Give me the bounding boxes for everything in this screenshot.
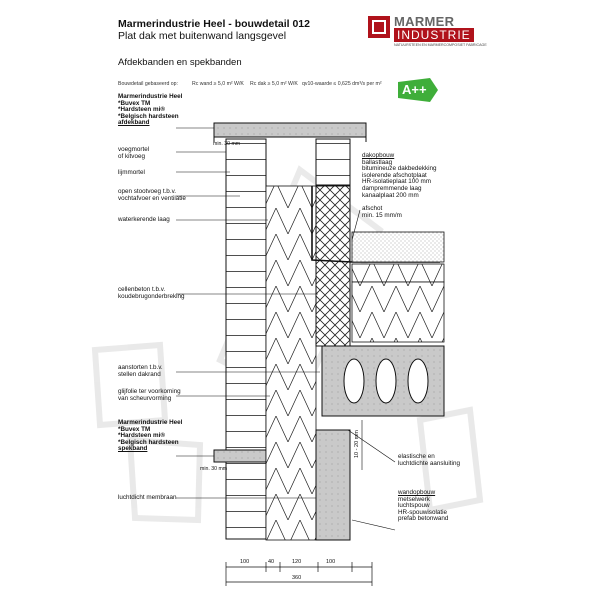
top-block-line-2: *Buvex TM [118, 99, 151, 107]
glijfolie-label: glijfolie ter voorkoming van scheurvormi… [118, 388, 181, 402]
voegmortel-line-1: voegmortel [118, 146, 150, 153]
dim-segment-3: 120 [292, 559, 302, 565]
meta-qv10: qv10-waarde ≤ 0,625 dm³/s per m² [302, 81, 382, 87]
bottom-block-line-5: spekband [118, 445, 148, 453]
cellenbeton-label: cellenbeton t.b.v. koudebrugonderbreking [118, 286, 185, 300]
afdekband-coping [213, 122, 367, 138]
dakopbouw-line-3: bitumineuze dakbedekking [362, 165, 437, 173]
brand-name-bottom: INDUSTRIE [394, 28, 474, 42]
wandopbouw-line-2: metselwerk [398, 495, 430, 503]
top-block-label: Marmerindustrie Heel *Buvex TM *Hardstee… [118, 93, 183, 127]
energy-label-text: A++ [402, 82, 427, 97]
energy-label-shape [398, 78, 438, 102]
wandopbouw-line-5: prefab betonwand [398, 515, 449, 523]
page-subtitle: Plat dak met buitenwand langsgevel [118, 30, 287, 42]
top-block-line-3: *Hardsteen mi® [118, 106, 165, 114]
bottom-block-line-3: *Hardsteen mi® [118, 432, 165, 440]
voegmortel-line-2: of kitvoeg [118, 152, 145, 160]
voegmortel-label: voegmortel of kitvoeg [118, 146, 150, 160]
wandopbouw-line-4: HR-spouwisolatie [398, 508, 447, 516]
meta-rc-dak: Rc dak ≥ 5,0 m² W/K [250, 81, 298, 87]
afschot-label: afschot min. 15 mm/m [362, 205, 402, 219]
wandopbouw-line-1: wandopbouw [398, 489, 436, 496]
afschot-line-1: afschot [362, 205, 383, 212]
spacing-dimension: 10 - 20 mm [354, 430, 360, 458]
dimension-line [225, 562, 373, 586]
energy-label-badge: A++ [398, 78, 438, 102]
dakopbouw-line-1: dakopbouw [362, 152, 395, 159]
prefab-betonwand [315, 429, 351, 541]
meta-bouwdetail: Bouwdetail gebaseerd op: [118, 81, 178, 87]
top-block-line-4: *Belgisch hardsteen [118, 112, 179, 120]
leader-lines [176, 127, 396, 531]
elastische-line-2: luchtdichte aansluiting [398, 459, 460, 467]
top-block-line-1: Marmerindustrie Heel [118, 93, 183, 100]
dim-total: 360 [292, 575, 302, 581]
stootvoeg-label: open stootvoeg t.b.v. vochtafvoer en ven… [118, 188, 186, 202]
cellenbeton-line-1: cellenbeton t.b.v. [118, 286, 166, 293]
outer-brick-leaf [225, 138, 267, 540]
dim-segment-2: 40 [268, 559, 275, 565]
cavity-insulation [265, 185, 317, 541]
brand-logo-mark [368, 16, 390, 38]
wandopbouw-line-3: luchtspouw [398, 502, 430, 510]
elastische-label: elastische en luchtdichte aansluiting [398, 453, 460, 467]
elastische-line-1: elastische en [398, 453, 435, 460]
meta-rc-wand: Rc wand ≥ 5,0 m² W/K [192, 81, 244, 87]
cellenbeton-line-2: koudebrugonderbreking [118, 292, 185, 300]
dim-segment-1: 100 [240, 559, 250, 565]
dakopbouw-line-6: dampremmende laag [362, 184, 422, 192]
parapet-inner-brick [315, 138, 351, 186]
dakopbouw-line-4: isolerende afschotplaat [362, 171, 427, 179]
luchtdicht-label: luchtdicht membraan [118, 494, 177, 501]
dim-segment-4: 100 [326, 559, 336, 565]
dakopbouw-line-5: HR-isolatieplaat 100 mm [362, 178, 431, 186]
afschot-line-2: min. 15 mm/m [362, 211, 402, 219]
afschot-insulation [351, 263, 445, 283]
wandopbouw-label: wandopbouw metselwerk luchtspouw HR-spou… [398, 489, 449, 523]
page-title: Marmerindustrie Heel - bouwdetail 012 [118, 18, 310, 30]
hr-insulation-board [351, 281, 445, 343]
lijmmortel-label: lijmmortel [118, 169, 145, 176]
dakopbouw-line-2: ballastlaag [362, 158, 393, 166]
top-block-line-5: afdekband [118, 119, 150, 127]
dakopbouw-label: dakopbouw ballastlaag bitumineuze dakbed… [362, 152, 437, 199]
aanstorten-line-1: aanstorten t.b.v. [118, 364, 163, 371]
brand-name-top: MARMER [394, 14, 455, 29]
bottom-block-label: Marmerindustrie Heel *Buvex TM *Hardstee… [118, 419, 183, 453]
bottom-block-line-1: Marmerindustrie Heel [118, 419, 183, 426]
waterkerende-label: waterkerende laag [118, 216, 170, 223]
dakopbouw-line-7: kanaalplaat 200 mm [362, 191, 419, 199]
glijfolie-line-2: van scheurvorming [118, 394, 172, 402]
stootvoeg-line-2: vochtafvoer en ventilatie [118, 194, 186, 202]
min30-top-label: min. 30 mm [213, 141, 241, 147]
bottom-block-line-4: *Belgisch hardsteen [118, 438, 179, 446]
cellenbeton-block [315, 185, 351, 347]
glijfolie-line-1: glijfolie ter voorkoming [118, 388, 181, 395]
aanstorten-label: aanstorten t.b.v. stellen dakrand [118, 364, 163, 378]
stootvoeg-line-1: open stootvoeg t.b.v. [118, 188, 176, 195]
brand-tagline: NATUURSTEEN EN MARMERCOMPOSIET FABRICAGE [394, 43, 487, 47]
min30-bottom-label: min. 30 mm [200, 466, 228, 472]
spekband [213, 449, 267, 463]
aanstorten-line-2: stellen dakrand [118, 370, 161, 378]
section-title: Afdekbanden en spekbanden [118, 57, 242, 68]
ballast-layer [351, 231, 445, 263]
bottom-block-line-2: *Buvex TM [118, 425, 151, 433]
